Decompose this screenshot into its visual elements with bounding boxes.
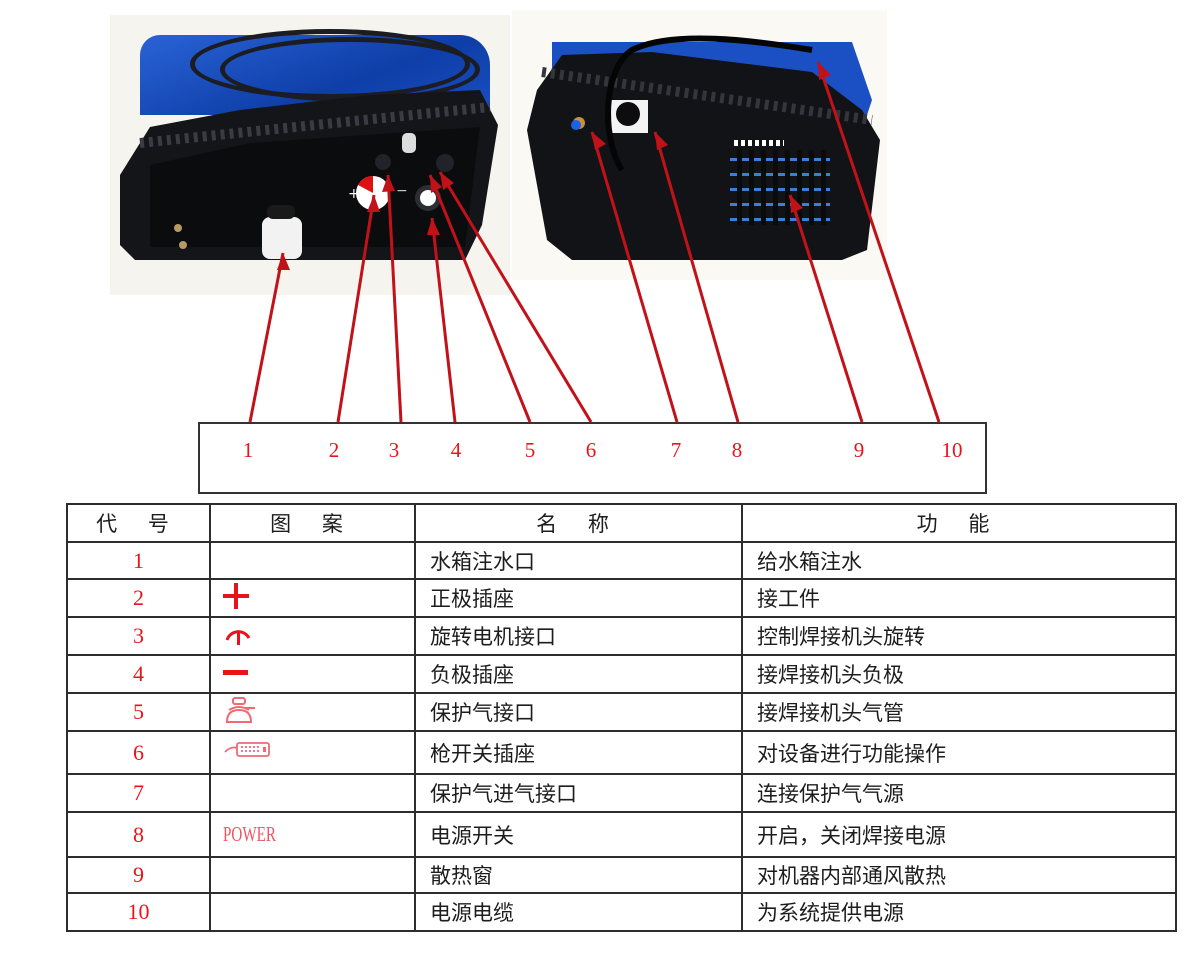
gas-cylinder-icon <box>225 696 255 723</box>
svg-text:−: − <box>396 183 408 199</box>
row-icon-empty <box>209 773 416 813</box>
gun-switch-icon <box>224 742 270 757</box>
plus-icon <box>223 582 249 609</box>
table-row: 10 电源电缆 为系统提供电源 <box>66 892 1177 932</box>
vent-slots <box>734 140 784 146</box>
row-function: 控制焊接机头旋转 <box>741 616 1177 656</box>
table-row: 7 保护气进气接口 连接保护气气源 <box>66 773 1177 813</box>
row-function: 接焊接机头负极 <box>741 654 1177 694</box>
row-code: 3 <box>66 616 211 656</box>
table-row: 5 保护气接口 接焊接机头气管 <box>66 692 1177 732</box>
header-name: 名 称 <box>414 503 743 543</box>
table-row: 9 散热窗 对机器内部通风散热 <box>66 856 1177 894</box>
row-name: 散热窗 <box>414 856 743 894</box>
table-row: 4 负极插座 接焊接机头负极 <box>66 654 1177 694</box>
callout-number: 4 <box>450 438 462 462</box>
row-name: 旋转电机接口 <box>414 616 743 656</box>
row-icon-empty <box>209 541 416 580</box>
callout-number: 5 <box>524 438 536 462</box>
row-function: 接焊接机头气管 <box>741 692 1177 732</box>
row-function: 开启，关闭焊接电源 <box>741 811 1177 858</box>
row-icon-empty <box>209 892 416 932</box>
row-name: 枪开关插座 <box>414 730 743 775</box>
table-header-row: 代 号 图 案 名 称 功 能 <box>66 503 1177 543</box>
table-row: 1 水箱注水口 给水箱注水 <box>66 541 1177 580</box>
row-code: 10 <box>66 892 211 932</box>
table-row: 8 POWER 电源开关 开启，关闭焊接电源 <box>66 811 1177 858</box>
row-name: 负极插座 <box>414 654 743 694</box>
component-legend-table: 代 号 图 案 名 称 功 能 1 水箱注水口 给水箱注水 2 正极插座 接工件… <box>66 503 1177 932</box>
row-code: 8 <box>66 811 211 858</box>
row-code: 5 <box>66 692 211 732</box>
row-function: 对设备进行功能操作 <box>741 730 1177 775</box>
minus-icon <box>223 669 248 675</box>
callout-number: 1 <box>242 438 254 462</box>
callout-number: 9 <box>853 438 865 462</box>
table-row: 2 正极插座 接工件 <box>66 578 1177 618</box>
row-name: 电源电缆 <box>414 892 743 932</box>
header-function: 功 能 <box>741 503 1177 543</box>
row-icon-empty <box>209 856 416 894</box>
row-code: 4 <box>66 654 211 694</box>
callout-number-box: 1 2 3 4 5 6 7 8 9 10 <box>198 422 987 494</box>
row-name: 水箱注水口 <box>414 541 743 580</box>
header-code: 代 号 <box>66 503 211 543</box>
callout-number: 3 <box>388 438 400 462</box>
row-code: 9 <box>66 856 211 894</box>
callout-number: 6 <box>585 438 597 462</box>
callout-number: 7 <box>670 438 682 462</box>
row-function: 给水箱注水 <box>741 541 1177 580</box>
callout-number: 10 <box>941 438 963 462</box>
callout-number: 8 <box>731 438 743 462</box>
row-code: 2 <box>66 578 211 618</box>
header-icon: 图 案 <box>209 503 416 543</box>
svg-text:+: + <box>348 186 360 202</box>
row-name: 电源开关 <box>414 811 743 858</box>
rear-panel-photo <box>512 10 887 280</box>
row-name: 保护气接口 <box>414 692 743 732</box>
row-code: 7 <box>66 773 211 813</box>
front-panel-photo: + − <box>110 15 510 295</box>
row-function: 为系统提供电源 <box>741 892 1177 932</box>
row-function: 连接保护气气源 <box>741 773 1177 813</box>
callout-number: 2 <box>328 438 340 462</box>
welder-housing: + − <box>120 90 498 260</box>
table-row: 6 枪开关插座 对设备进行功能操作 <box>66 730 1177 775</box>
row-function: 接工件 <box>741 578 1177 618</box>
power-label-icon: POWER <box>223 822 276 846</box>
rotation-motor-icon <box>225 629 251 645</box>
row-code: 6 <box>66 730 211 775</box>
row-function: 对机器内部通风散热 <box>741 856 1177 894</box>
row-name: 正极插座 <box>414 578 743 618</box>
table-row: 3 旋转电机接口 控制焊接机头旋转 <box>66 616 1177 656</box>
welder-housing-rear <box>527 35 880 260</box>
row-code: 1 <box>66 541 211 580</box>
row-name: 保护气进气接口 <box>414 773 743 813</box>
vent-grille <box>730 150 830 225</box>
